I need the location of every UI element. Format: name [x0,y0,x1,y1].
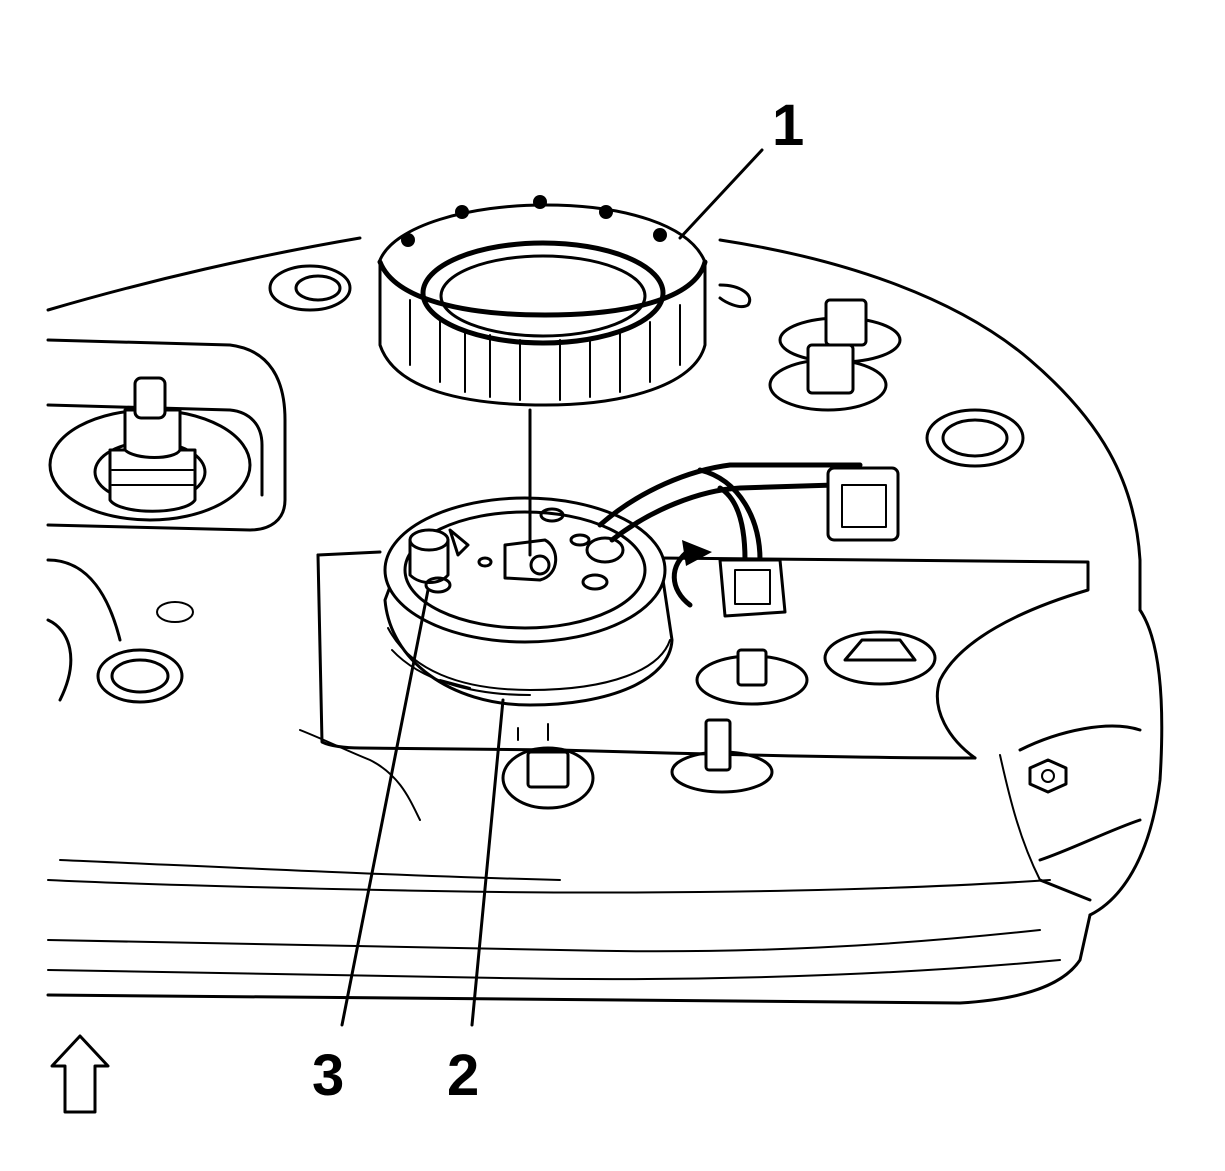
leader-lines [340,148,764,1027]
vent-valve-assembly [46,264,352,704]
wiring-harness [597,462,900,618]
callout-1: 1 [772,93,804,158]
callout-2: 2 [447,1043,479,1108]
callout-3: 3 [312,1043,344,1108]
rotation-arrow-icon [671,540,712,608]
up-arrow-icon [50,1034,110,1114]
tank-panel [299,550,1090,821]
fuel-tank [46,236,1164,1005]
lock-ring [377,195,708,407]
mounting-bolt [1028,758,1068,794]
fuel-pump-module [383,496,674,741]
tank-clips [501,283,1025,810]
